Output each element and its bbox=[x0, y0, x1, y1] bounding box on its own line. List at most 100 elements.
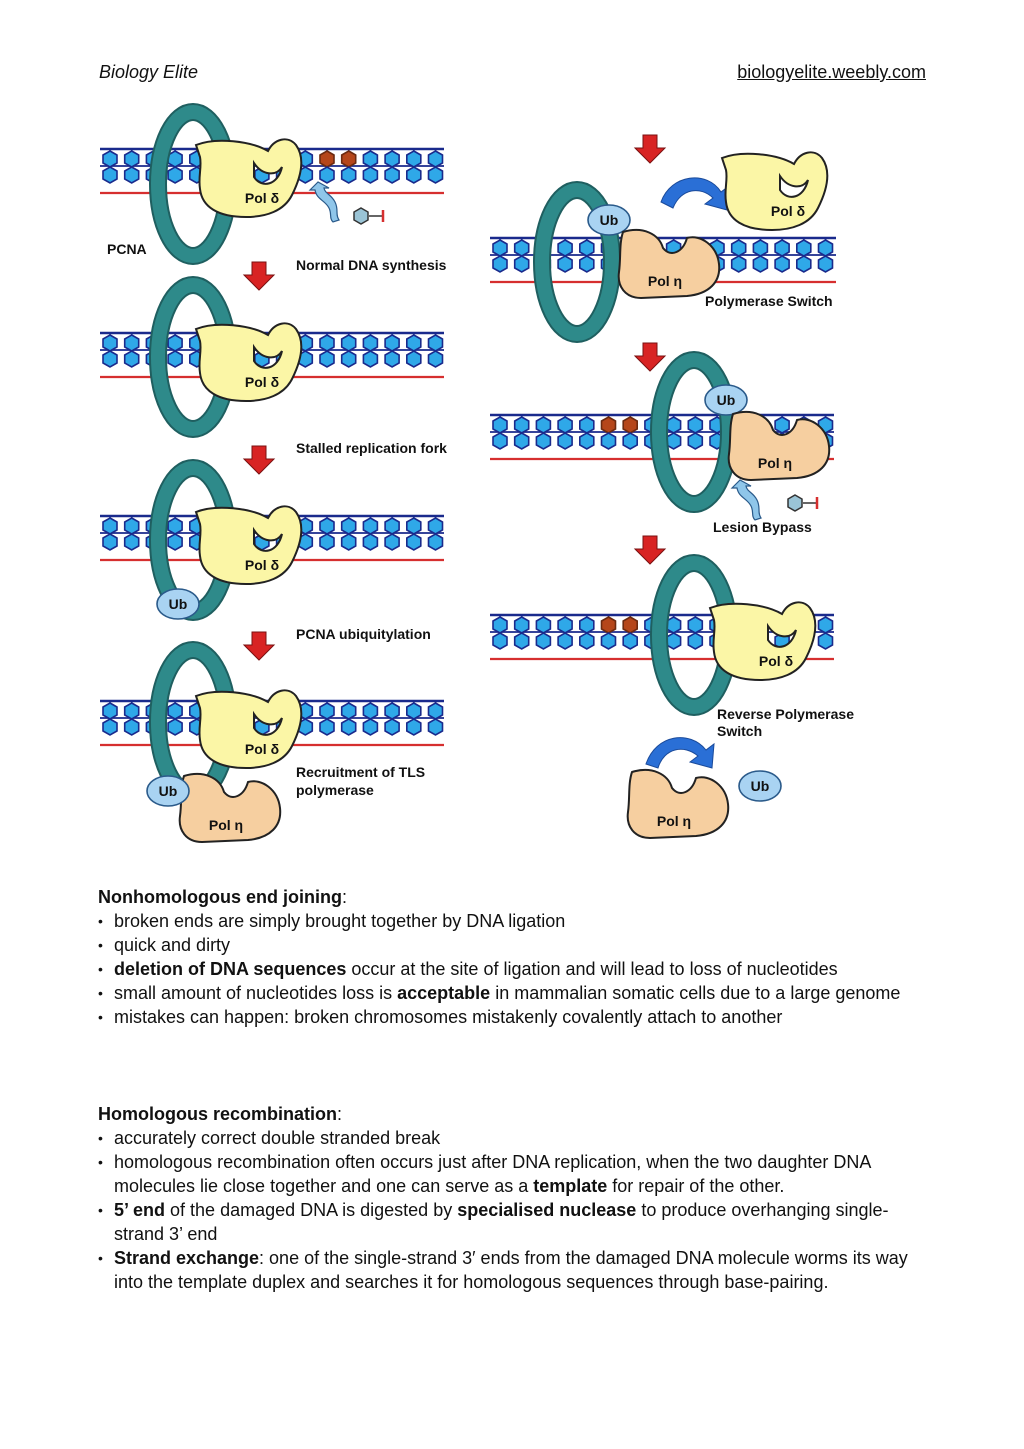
dna-base bbox=[102, 166, 118, 184]
dna-base bbox=[319, 718, 335, 736]
dna-base bbox=[557, 632, 573, 650]
switch-arrow-1 bbox=[660, 177, 730, 211]
dna-base bbox=[492, 239, 508, 257]
dna-base bbox=[405, 150, 422, 168]
dna-base bbox=[167, 517, 183, 535]
dna-base bbox=[362, 517, 379, 535]
dna-base bbox=[340, 166, 357, 184]
pol-delta-label: Pol δ bbox=[245, 741, 279, 757]
ub-free-label: Ub bbox=[751, 778, 770, 794]
dna-base bbox=[384, 150, 400, 168]
dna-base bbox=[362, 718, 379, 736]
ub-free bbox=[738, 770, 782, 802]
dna-base bbox=[102, 533, 118, 551]
dna-base bbox=[817, 239, 834, 257]
pol-delta-label: Pol δ bbox=[245, 374, 279, 390]
dna-base bbox=[362, 150, 379, 168]
dna-base bbox=[319, 334, 335, 352]
pol-delta-label: Pol δ bbox=[245, 190, 279, 206]
dna-base bbox=[123, 517, 140, 535]
dna-base bbox=[492, 632, 508, 650]
dna-base bbox=[730, 239, 747, 257]
dna-base bbox=[340, 533, 357, 551]
header-left-title: Biology Elite bbox=[99, 62, 199, 82]
dna-base bbox=[774, 416, 790, 434]
dna-base bbox=[687, 432, 704, 450]
dna-base bbox=[384, 533, 400, 551]
pol-eta-free: Pol η bbox=[626, 769, 730, 840]
nhej-b4-pre: small amount of nucleotides loss is bbox=[114, 983, 398, 1003]
pol-eta-body bbox=[617, 229, 721, 300]
pol-eta-body bbox=[178, 773, 282, 844]
dna-base bbox=[492, 416, 508, 434]
dna-base bbox=[513, 616, 530, 634]
pol-delta-3: Pol δ bbox=[194, 505, 303, 586]
ub-3 bbox=[156, 588, 200, 620]
dna-base bbox=[340, 702, 357, 720]
step-arrow-6 bbox=[633, 342, 667, 372]
pol-delta-7: Pol δ bbox=[708, 601, 817, 682]
dna-base bbox=[167, 334, 183, 352]
dna-base bbox=[167, 718, 183, 736]
dna-base bbox=[123, 350, 140, 368]
step-arrow-5 bbox=[633, 134, 667, 164]
hr-section: Homologous recombination: accurately cor… bbox=[98, 1102, 928, 1294]
dna-base bbox=[557, 432, 573, 450]
dna-base bbox=[578, 416, 595, 434]
dna-base bbox=[405, 718, 422, 736]
pol-eta-4: Pol η bbox=[178, 773, 282, 844]
hr-title: Homologous recombination bbox=[98, 1104, 338, 1124]
pol-delta-body bbox=[708, 601, 817, 682]
ub-3-label: Ub bbox=[169, 596, 188, 612]
hr-b2-rest: for repair of the other. bbox=[607, 1176, 785, 1196]
step-recruitment-line2: polymerase bbox=[296, 782, 374, 798]
dna-base bbox=[102, 718, 118, 736]
step-normal-dna-synthesis: Normal DNA synthesis bbox=[296, 257, 447, 273]
dna-base bbox=[340, 334, 357, 352]
dna-base bbox=[427, 517, 444, 535]
dna-base bbox=[362, 350, 379, 368]
dna-base bbox=[687, 632, 704, 650]
text-layer: PCNA Normal DNA synthesis Stalled replic… bbox=[107, 241, 854, 798]
dna-base bbox=[492, 616, 508, 634]
dna-base bbox=[102, 350, 118, 368]
pol-eta-label: Pol η bbox=[657, 813, 691, 829]
lesion-base bbox=[622, 416, 639, 434]
dna-base bbox=[687, 616, 704, 634]
dna-base bbox=[362, 702, 379, 720]
dna-base bbox=[362, 533, 379, 551]
dna-base bbox=[557, 616, 573, 634]
dna-base bbox=[492, 432, 508, 450]
dna-base bbox=[102, 517, 118, 535]
hr-b3-bold2: specialised nuclease bbox=[457, 1200, 637, 1220]
hr-title-colon: : bbox=[337, 1104, 343, 1124]
dna-base bbox=[774, 239, 790, 257]
header-website-link[interactable]: biologyelite.weebly.com bbox=[737, 62, 926, 82]
dna-base bbox=[384, 166, 400, 184]
step-stalled-replication-fork: Stalled replication fork bbox=[296, 440, 447, 456]
dna-base bbox=[513, 632, 530, 650]
step-lesion-bypass: Lesion Bypass bbox=[713, 519, 812, 535]
dna-base bbox=[384, 718, 400, 736]
pol-eta-5: Pol η bbox=[617, 229, 721, 300]
pol-delta-1: Pol δ bbox=[194, 138, 303, 219]
dna-base bbox=[405, 166, 422, 184]
pol-delta-body bbox=[194, 138, 303, 219]
ub-6 bbox=[704, 384, 748, 416]
dna-base bbox=[817, 255, 834, 273]
dna-base bbox=[167, 350, 183, 368]
pol-delta-body bbox=[194, 689, 303, 770]
dna-base bbox=[578, 616, 595, 634]
pol-delta-body bbox=[194, 322, 303, 403]
nhej-b4-bold: acceptable bbox=[397, 983, 491, 1003]
dna-base bbox=[123, 702, 140, 720]
pol-eta-body bbox=[727, 411, 831, 482]
dna-base bbox=[492, 255, 508, 273]
lesion-base bbox=[319, 150, 335, 168]
dna-base bbox=[340, 350, 357, 368]
dna-base bbox=[535, 432, 552, 450]
dna-base bbox=[535, 616, 552, 634]
dna-base bbox=[319, 350, 335, 368]
pol-delta-4: Pol δ bbox=[194, 689, 303, 770]
